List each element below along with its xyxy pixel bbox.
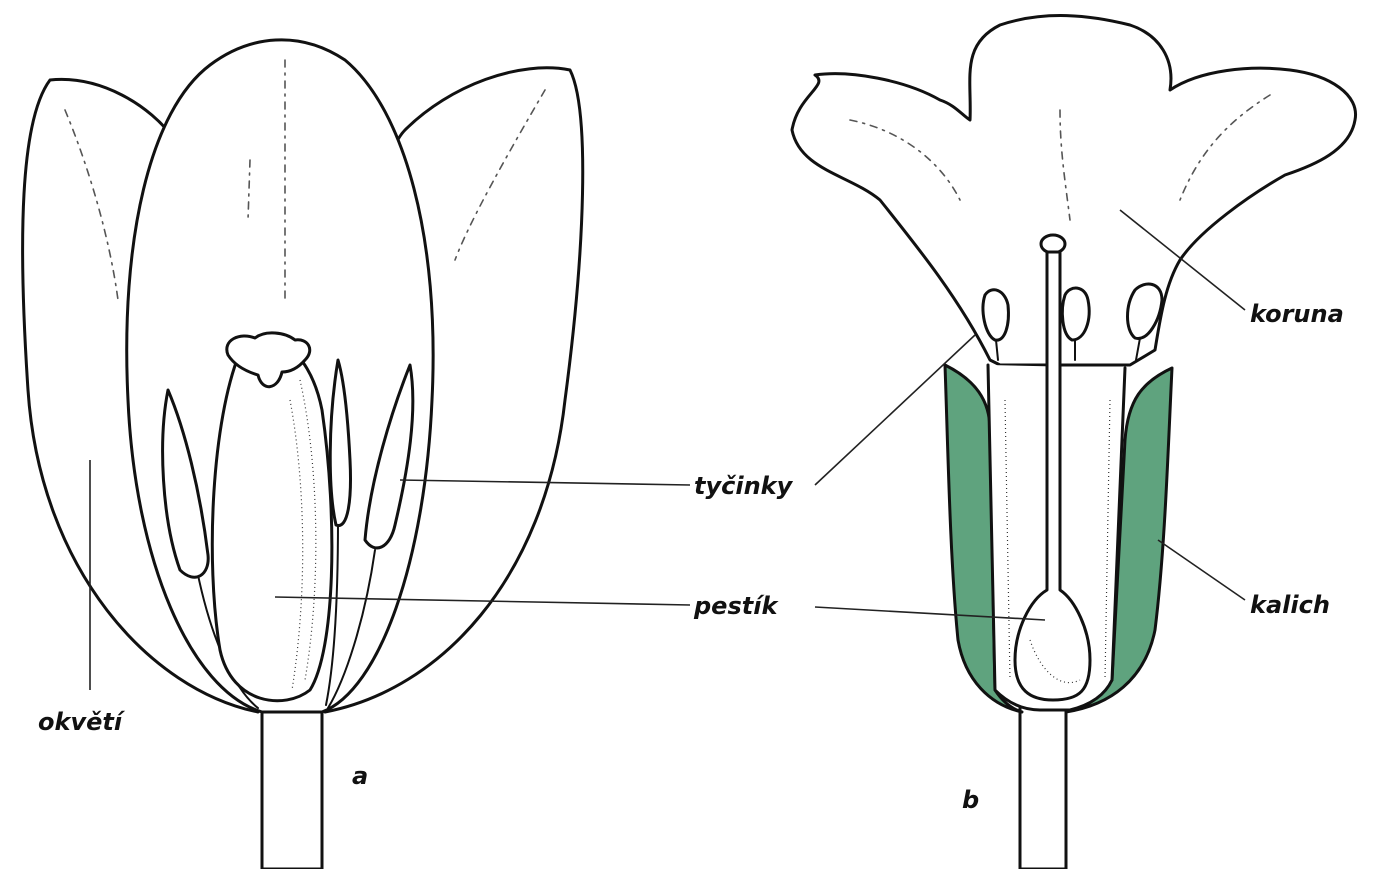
label-kalich: kalich	[1250, 591, 1330, 619]
label-koruna: koruna	[1250, 300, 1344, 328]
panel-letter-b: b	[962, 786, 979, 814]
label-okveti: okvětí	[38, 708, 126, 736]
panel-letter-a: a	[352, 762, 368, 790]
flower-a	[23, 40, 583, 869]
flower-b	[792, 16, 1356, 869]
leader-kalich	[1158, 540, 1245, 600]
label-pestik: pestík	[693, 592, 779, 620]
label-tycinky: tyčinky	[694, 472, 794, 500]
flower-b-stigma	[1041, 235, 1065, 253]
flower-a-pistil	[212, 333, 332, 701]
flower-a-stem	[262, 712, 322, 869]
flower-b-stem	[1020, 705, 1066, 869]
